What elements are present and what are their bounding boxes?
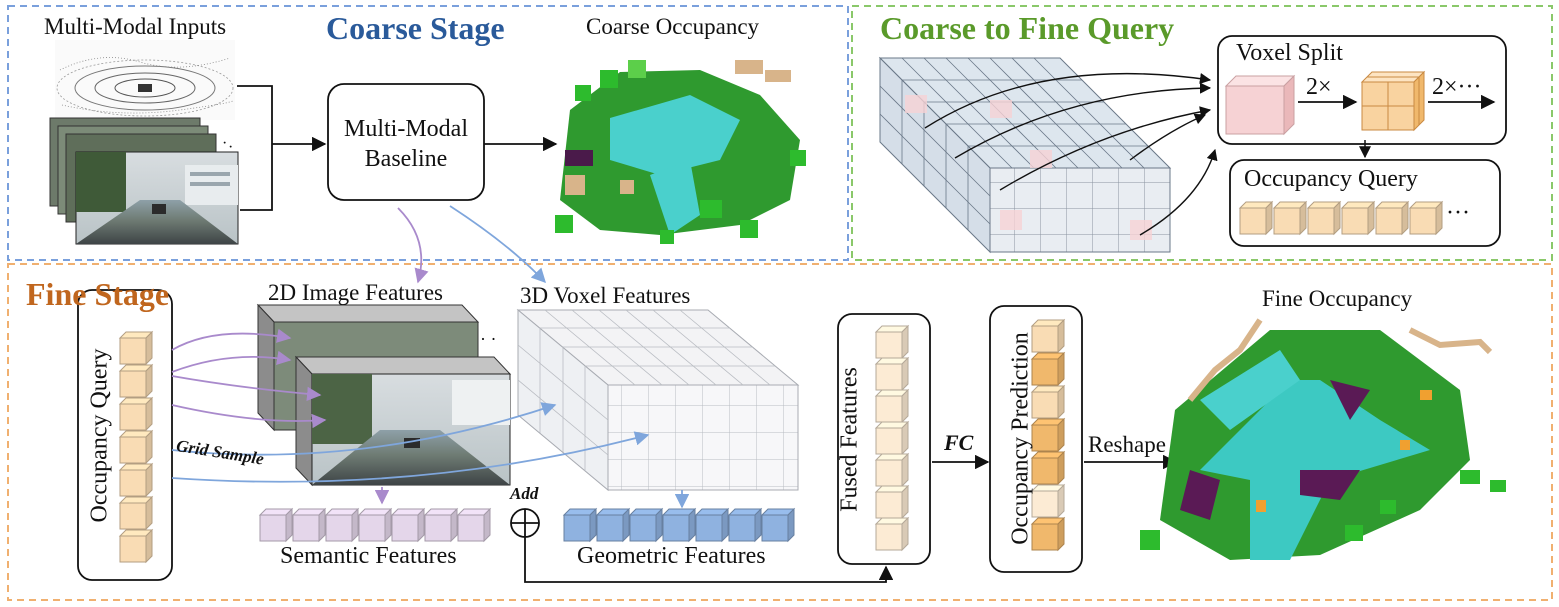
- cube-icon: [291, 507, 327, 543]
- c2f-query-cubes: [1238, 200, 1444, 236]
- svg-text:·: ·: [222, 135, 227, 152]
- cube-icon: [1030, 516, 1066, 552]
- prediction-cubes: [1030, 318, 1066, 552]
- cube-icon: [694, 507, 730, 543]
- cube-icon: [118, 363, 154, 399]
- cube-icon: [1340, 200, 1376, 236]
- cube-icon: [118, 429, 154, 465]
- direct-sum-icon: [510, 508, 540, 538]
- cube-icon: [1408, 200, 1444, 236]
- fine-stage-title: Fine Stage: [26, 276, 170, 312]
- coarse-stage-border: [7, 5, 849, 261]
- c2f-occupancy-query-label: Occupancy Query: [1244, 166, 1418, 192]
- lidar-scan-icon: [55, 40, 235, 120]
- cube-icon: [423, 507, 459, 543]
- cube-icon: [118, 495, 154, 531]
- camera-image-icon: [75, 151, 239, 245]
- cube-icon: [874, 420, 910, 456]
- cube-icon: [118, 528, 154, 564]
- reshape-label: Reshape: [1088, 432, 1166, 457]
- coarse-voxel-grid: [878, 56, 1218, 254]
- voxel-split-label: Voxel Split: [1236, 40, 1343, 66]
- voxel-grid-icon: [516, 308, 800, 492]
- fused-features-label: Fused Features: [836, 367, 863, 512]
- multi-modal-baseline-box: [327, 83, 485, 201]
- split-factor-label-1: 2×: [1306, 74, 1332, 100]
- cube-icon: [661, 507, 697, 543]
- cube-icon: [874, 356, 910, 392]
- cube-icon: [874, 452, 910, 488]
- fine-occupancy-label: Fine Occupancy: [1262, 286, 1413, 311]
- c2f-ellipsis: ···: [1446, 200, 1470, 226]
- fine-occupancy-query-label: Occupancy Query: [86, 348, 113, 523]
- cube-icon: [562, 507, 598, 543]
- fine-stage-border: [7, 263, 1553, 601]
- coarse-to-fine-border: [851, 5, 1553, 261]
- cube-icon: [874, 324, 910, 360]
- cube-icon: [258, 507, 294, 543]
- semantic-features-label: Semantic Features: [280, 543, 457, 569]
- cube-icon: [118, 396, 154, 432]
- svg-text:·: ·: [228, 139, 233, 156]
- cube-icon: [1030, 384, 1066, 420]
- cube-icon: [874, 388, 910, 424]
- semantic-feature-cubes: [258, 507, 492, 543]
- cube-icon: [760, 507, 796, 543]
- svg-text:· ·: · ·: [480, 329, 497, 349]
- occupancy-map-icon: [1140, 318, 1506, 560]
- coarse-stage-title: Coarse Stage: [326, 10, 505, 46]
- cube-icon: [1030, 318, 1066, 354]
- voxel-features-label: 3D Voxel Features: [520, 283, 691, 308]
- fc-label: FC: [944, 430, 974, 455]
- cube-icon: [628, 507, 664, 543]
- coarse-occupancy-label: Coarse Occupancy: [586, 14, 760, 39]
- cube-icon: [357, 507, 393, 543]
- cube-icon: [456, 507, 492, 543]
- cube-icon: [1030, 483, 1066, 519]
- geometric-features-label: Geometric Features: [577, 543, 766, 569]
- occupancy-map-icon: [555, 60, 806, 244]
- cube-icon: [1306, 200, 1342, 236]
- baseline-label-line1: Multi-Modal: [344, 116, 468, 142]
- cube-icon: [1030, 450, 1066, 486]
- image-features-label: 2D Image Features: [268, 280, 443, 305]
- cube-icon: [1030, 417, 1066, 453]
- coarse-to-fine-title: Coarse to Fine Query: [880, 10, 1175, 46]
- geometric-feature-cubes: [562, 507, 796, 543]
- cube-icon: [874, 484, 910, 520]
- camera-image-stack: · ·: [49, 117, 239, 245]
- multi-modal-inputs-label: Multi-Modal Inputs: [44, 14, 227, 39]
- cube-icon: [118, 462, 154, 498]
- image-features-stack: · ·: [256, 303, 512, 487]
- cube-icon: [1030, 351, 1066, 387]
- occupancy-prediction-label: Occupancy Prediction: [1007, 332, 1034, 545]
- split-factor-label-2: 2×···: [1432, 74, 1482, 100]
- fused-feature-cubes: [874, 324, 910, 552]
- cube-icon: [118, 330, 154, 366]
- baseline-label-line2: Baseline: [364, 146, 448, 172]
- cube-icon: [324, 507, 360, 543]
- cube-icon: [1272, 200, 1308, 236]
- fine-query-cubes: [118, 330, 154, 564]
- cube-icon: [874, 516, 910, 552]
- cube-icon: [595, 507, 631, 543]
- cube-icon: [1374, 200, 1410, 236]
- cube-icon: [390, 507, 426, 543]
- add-label: Add: [510, 484, 539, 503]
- split-cube-icon: [1360, 70, 1426, 132]
- cube-icon: [1238, 200, 1274, 236]
- pink-cube-icon: [1224, 74, 1296, 136]
- cube-icon: [727, 507, 763, 543]
